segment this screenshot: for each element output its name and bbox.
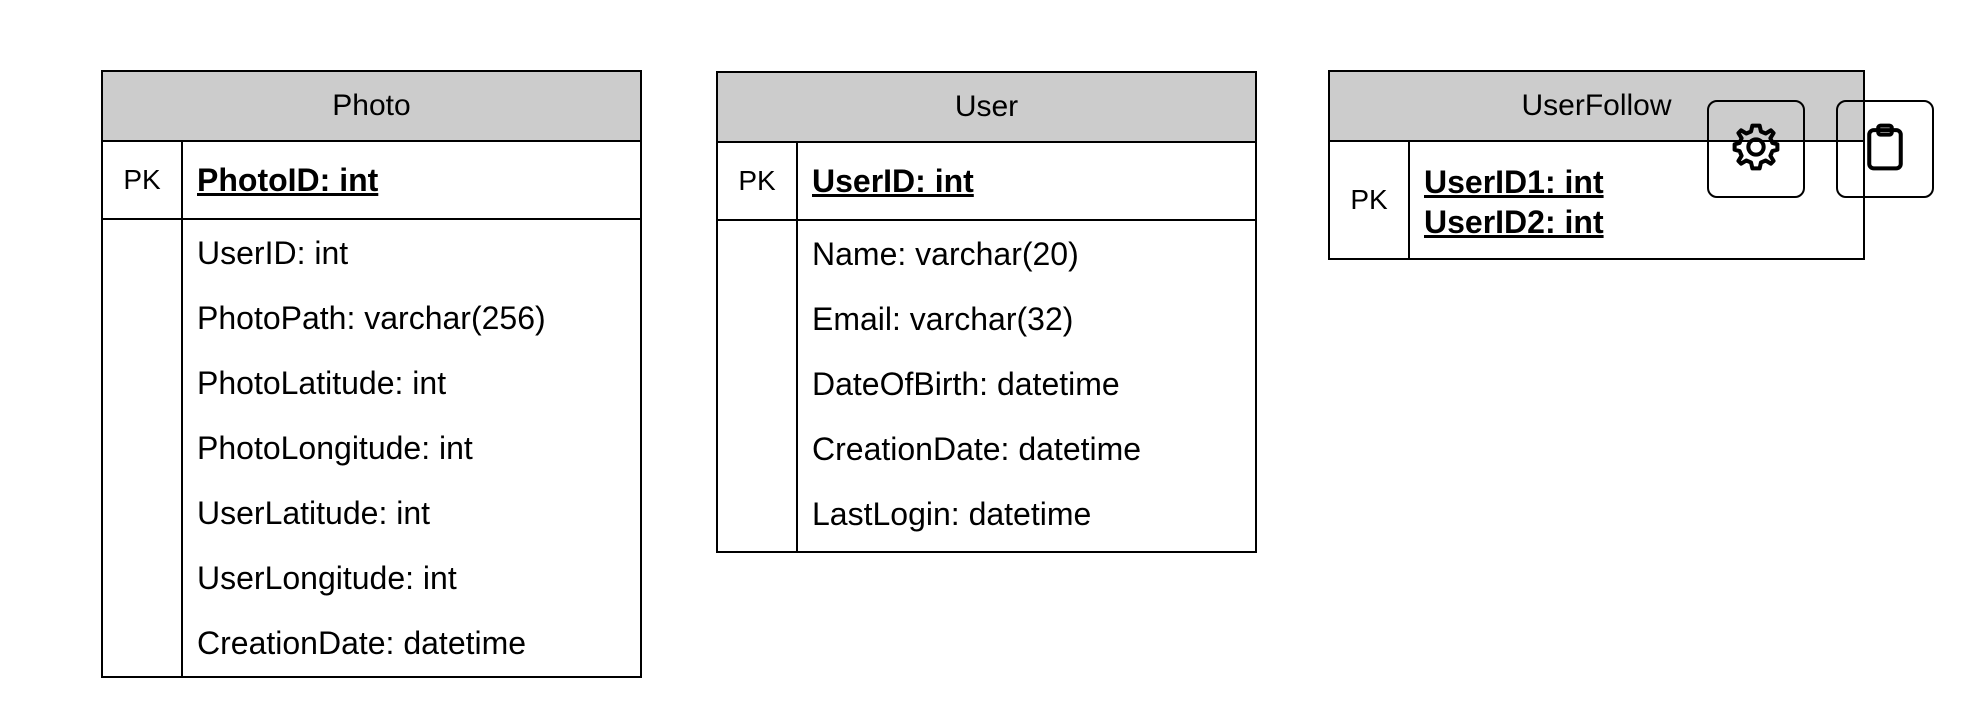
key-column — [718, 221, 798, 551]
entity-title: UserFollow — [1330, 72, 1863, 142]
attribute-field: UserID: int — [197, 235, 349, 271]
attribute-field: UserLongitude: int — [197, 560, 457, 596]
primary-key-row: PK PhotoID: int — [103, 142, 640, 220]
entity-photo[interactable]: Photo PK PhotoID: int UserID: int PhotoP… — [101, 70, 642, 678]
attribute-field: UserLatitude: int — [197, 495, 431, 531]
clipboard-icon — [1858, 120, 1912, 179]
entity-title: Photo — [103, 72, 640, 142]
attribute-field: DateOfBirth: datetime — [812, 366, 1120, 402]
attribute-field: LastLogin: datetime — [812, 496, 1092, 532]
attribute-field: PhotoLongitude: int — [197, 430, 473, 466]
pk-label: PK — [103, 142, 183, 218]
attribute-field: Name: varchar(20) — [812, 236, 1079, 272]
settings-button[interactable] — [1707, 100, 1805, 198]
attribute-field: PhotoLatitude: int — [197, 365, 447, 401]
pk-field: UserID1: int — [1424, 164, 1604, 200]
pk-field: PhotoID: int — [197, 162, 379, 198]
primary-key-row: PK UserID1: int UserID2: int — [1330, 142, 1863, 258]
attribute-section: UserID: int PhotoPath: varchar(256) Phot… — [103, 220, 640, 676]
attribute-field: PhotoPath: varchar(256) — [197, 300, 546, 336]
entity-user[interactable]: User PK UserID: int Name: varchar(20) Em… — [716, 71, 1257, 553]
pk-label: PK — [1330, 142, 1410, 258]
gear-icon — [1729, 120, 1783, 179]
key-column — [103, 220, 183, 676]
attribute-field: CreationDate: datetime — [197, 625, 527, 661]
pk-field: UserID: int — [812, 163, 974, 199]
pk-field: UserID2: int — [1424, 204, 1604, 240]
primary-key-row: PK UserID: int — [718, 143, 1255, 221]
clipboard-button[interactable] — [1836, 100, 1934, 198]
pk-label: PK — [718, 143, 798, 219]
attribute-field: CreationDate: datetime — [812, 431, 1142, 467]
entity-title: User — [718, 73, 1255, 143]
attribute-field: Email: varchar(32) — [812, 301, 1074, 337]
attribute-section: Name: varchar(20) Email: varchar(32) Dat… — [718, 221, 1255, 551]
